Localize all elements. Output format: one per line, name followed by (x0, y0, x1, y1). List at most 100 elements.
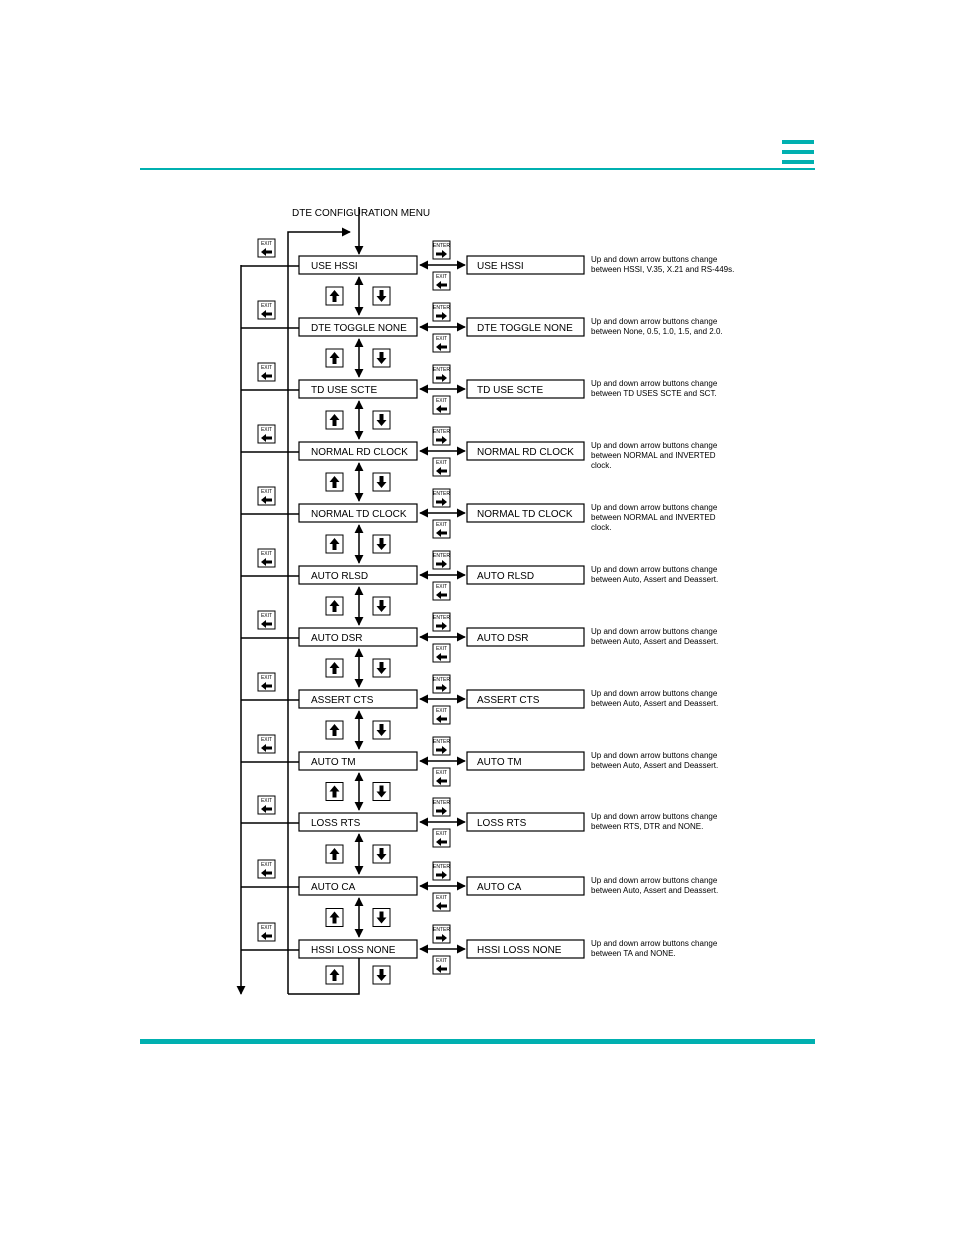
down-arrow-button[interactable] (372, 908, 391, 927)
arrow-down-icon (376, 290, 387, 302)
exit-button[interactable]: EXIT (432, 457, 451, 477)
exit-button[interactable]: EXIT (432, 892, 451, 912)
edit-box[interactable] (466, 876, 585, 896)
arrow-right-icon (436, 746, 447, 754)
up-arrow-button[interactable] (325, 965, 344, 985)
enter-button[interactable]: ENTER (432, 736, 451, 756)
option-box[interactable] (298, 565, 418, 585)
exit-button[interactable]: EXIT (432, 333, 451, 353)
up-arrow-button[interactable] (325, 472, 344, 492)
exit-button[interactable]: EXIT (432, 767, 451, 787)
edit-box[interactable] (466, 565, 585, 585)
enter-button[interactable]: ENTER (432, 612, 451, 632)
exit-button[interactable]: EXIT (257, 610, 276, 630)
arrow-right-icon (436, 374, 447, 382)
exit-button[interactable]: EXIT (432, 828, 451, 848)
arrow-down-icon (376, 662, 387, 674)
down-arrow-button[interactable] (372, 286, 391, 306)
down-arrow-button[interactable] (372, 844, 391, 864)
option-box[interactable] (298, 689, 418, 709)
up-arrow-button[interactable] (325, 410, 344, 430)
enter-button[interactable]: ENTER (432, 302, 451, 322)
edit-box[interactable] (466, 812, 585, 832)
edit-box[interactable] (466, 751, 585, 771)
exit-button[interactable]: EXIT (257, 672, 276, 692)
exit-button[interactable]: EXIT (432, 395, 451, 415)
option-box[interactable] (298, 379, 418, 399)
up-arrow-button[interactable] (325, 534, 344, 554)
enter-button[interactable]: ENTER (432, 550, 451, 570)
edit-box[interactable] (466, 255, 585, 275)
exit-button[interactable]: EXIT (257, 300, 276, 320)
option-box[interactable] (298, 627, 418, 647)
arrow-right-icon (436, 934, 447, 942)
exit-button[interactable]: EXIT (432, 705, 451, 725)
arrow-right-icon (436, 871, 447, 879)
enter-button[interactable]: ENTER (432, 924, 451, 944)
up-arrow-button[interactable] (325, 658, 344, 678)
edit-box[interactable] (466, 317, 585, 337)
section-marker-icon (782, 140, 814, 165)
exit-button[interactable]: EXIT (257, 424, 276, 444)
exit-button[interactable]: EXIT (257, 238, 276, 258)
edit-box[interactable] (466, 441, 585, 461)
arrow-left-icon (261, 744, 272, 752)
enter-button[interactable]: ENTER (432, 240, 451, 260)
exit-button[interactable]: EXIT (432, 643, 451, 663)
down-arrow-button[interactable] (372, 658, 391, 678)
enter-button[interactable]: ENTER (432, 488, 451, 508)
exit-button[interactable]: EXIT (432, 271, 451, 291)
key-label: ENTER (433, 739, 450, 745)
down-arrow-button[interactable] (372, 348, 391, 368)
exit-button[interactable]: EXIT (432, 955, 451, 975)
enter-button[interactable]: ENTER (432, 861, 451, 881)
edit-box[interactable] (466, 379, 585, 399)
enter-button[interactable]: ENTER (432, 797, 451, 817)
up-arrow-button[interactable] (325, 720, 344, 740)
down-arrow-button[interactable] (372, 534, 391, 554)
exit-button[interactable]: EXIT (257, 734, 276, 754)
option-box[interactable] (298, 255, 418, 275)
option-box[interactable] (298, 441, 418, 461)
edit-box[interactable] (466, 939, 585, 959)
exit-button[interactable]: EXIT (257, 795, 276, 815)
option-box[interactable] (298, 503, 418, 523)
down-arrow-button[interactable] (372, 782, 391, 801)
option-box[interactable] (298, 751, 418, 771)
up-arrow-button[interactable] (325, 596, 344, 616)
arrow-up-icon (329, 785, 340, 798)
enter-button[interactable]: ENTER (432, 364, 451, 384)
enter-button[interactable]: ENTER (432, 674, 451, 694)
up-arrow-button[interactable] (325, 782, 344, 801)
option-box[interactable] (298, 939, 418, 959)
exit-button[interactable]: EXIT (257, 548, 276, 568)
down-arrow-button[interactable] (372, 965, 391, 985)
edit-box[interactable] (466, 503, 585, 523)
option-box[interactable] (298, 876, 418, 896)
option-box[interactable] (298, 317, 418, 337)
down-arrow-button[interactable] (372, 596, 391, 616)
down-arrow-button[interactable] (372, 472, 391, 492)
exit-button[interactable]: EXIT (257, 486, 276, 506)
down-arrow-button[interactable] (372, 410, 391, 430)
enter-button[interactable]: ENTER (432, 426, 451, 446)
edit-box[interactable] (466, 627, 585, 647)
key-label: ENTER (433, 615, 450, 621)
up-arrow-button[interactable] (325, 348, 344, 368)
exit-button[interactable]: EXIT (257, 362, 276, 382)
down-arrow-button[interactable] (372, 720, 391, 740)
exit-button[interactable]: EXIT (432, 519, 451, 539)
exit-button[interactable]: EXIT (432, 581, 451, 601)
up-arrow-button[interactable] (325, 844, 344, 864)
key-label: ENTER (433, 677, 450, 683)
edit-box[interactable] (466, 689, 585, 709)
exit-button[interactable]: EXIT (257, 922, 276, 942)
exit-button[interactable]: EXIT (257, 859, 276, 879)
up-arrow-button[interactable] (325, 908, 344, 927)
up-arrow-button[interactable] (325, 286, 344, 306)
option-box[interactable] (298, 812, 418, 832)
option-label: AUTO DSR (311, 633, 363, 644)
option-label: NORMAL RD CLOCK (311, 447, 408, 458)
